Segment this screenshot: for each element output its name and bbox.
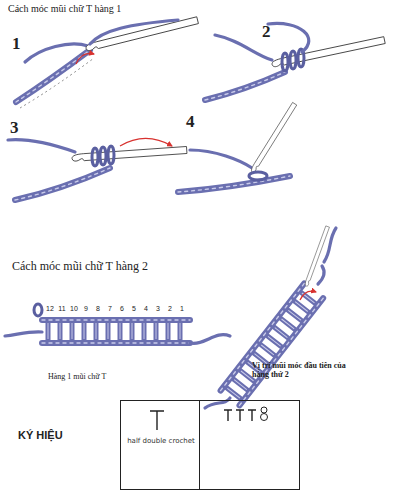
chain-symbol bbox=[261, 407, 267, 413]
hdc-symbol-row bbox=[224, 410, 256, 421]
yarn-loop bbox=[249, 172, 267, 180]
yarn-loop bbox=[92, 148, 98, 166]
chain-symbol bbox=[261, 414, 268, 421]
stitch-count: 5 bbox=[128, 305, 140, 313]
stitch-count: 7 bbox=[104, 305, 116, 313]
stitch-count: 10 bbox=[68, 305, 80, 313]
chain bbox=[42, 340, 190, 346]
stitch-count: 9 bbox=[80, 305, 92, 313]
step-number: 4 bbox=[186, 112, 206, 132]
yarn bbox=[318, 266, 324, 284]
yarn-loop bbox=[282, 53, 288, 71]
chain-highlight bbox=[205, 72, 285, 100]
stitch-count: 2 bbox=[164, 305, 176, 313]
chain-highlight bbox=[42, 342, 190, 343]
chain-highlight bbox=[16, 50, 90, 102]
section-heading: Cách móc mũi chữ T hàng 1 bbox=[8, 3, 208, 15]
yarn-loop bbox=[100, 147, 106, 165]
direction-arrow bbox=[76, 53, 94, 64]
yarn-tail bbox=[190, 335, 230, 344]
stitch-posts bbox=[48, 322, 180, 340]
yarn bbox=[190, 150, 252, 168]
chain bbox=[42, 317, 190, 323]
crochet-hook bbox=[250, 102, 297, 173]
chain bbox=[16, 50, 90, 102]
crochet-hook bbox=[85, 17, 198, 52]
stitch-highlight bbox=[48, 323, 180, 339]
chain-marks bbox=[20, 58, 94, 108]
note: Vị trí mũi móc đầu tiên của hàng thứ 2 bbox=[252, 361, 364, 379]
direction-arrow bbox=[120, 138, 172, 146]
yarn-loop bbox=[108, 146, 114, 164]
hdc-symbol bbox=[150, 411, 164, 430]
table-cell bbox=[200, 401, 300, 490]
direction-arrow bbox=[300, 291, 316, 300]
stitch-highlight bbox=[227, 293, 314, 398]
chain bbox=[239, 298, 323, 405]
stitch-count: 1 bbox=[176, 305, 188, 313]
chain bbox=[205, 72, 285, 100]
symbol-cell: half double crochet bbox=[120, 400, 200, 490]
symbol-label: half double crochet bbox=[127, 437, 195, 445]
chain-highlight bbox=[239, 298, 323, 405]
step-number: 1 bbox=[12, 34, 32, 54]
yarn-loop bbox=[290, 51, 296, 69]
yarn bbox=[8, 140, 75, 152]
legend-title: KÝ HIỆU bbox=[18, 429, 108, 442]
chain bbox=[15, 168, 110, 200]
yarn-tail bbox=[205, 398, 230, 408]
yarn bbox=[268, 23, 309, 52]
yarn bbox=[90, 20, 178, 44]
yarn-tail bbox=[5, 332, 42, 336]
stitch-count: 12 bbox=[44, 305, 56, 313]
chain bbox=[178, 176, 290, 192]
yarn-loop bbox=[34, 304, 42, 316]
stitch-count: 6 bbox=[116, 305, 128, 313]
section-heading: Cách móc mũi chữ T hàng 2 bbox=[12, 260, 232, 274]
stitch-count: 3 bbox=[152, 305, 164, 313]
chain-highlight bbox=[178, 176, 290, 192]
swatch bbox=[221, 283, 324, 405]
yarn bbox=[324, 228, 336, 262]
step-number: 3 bbox=[10, 118, 30, 138]
stitch-count: 8 bbox=[92, 305, 104, 313]
chain-highlight bbox=[15, 168, 110, 200]
step-number: 2 bbox=[262, 22, 282, 42]
stitch-count: 4 bbox=[140, 305, 152, 313]
crochet-hook bbox=[72, 146, 187, 161]
caption: Hàng 1 mũi chữ T bbox=[48, 372, 178, 381]
stitch-count: 11 bbox=[56, 305, 68, 313]
chain-highlight bbox=[42, 319, 190, 320]
stitch-posts bbox=[227, 292, 316, 398]
